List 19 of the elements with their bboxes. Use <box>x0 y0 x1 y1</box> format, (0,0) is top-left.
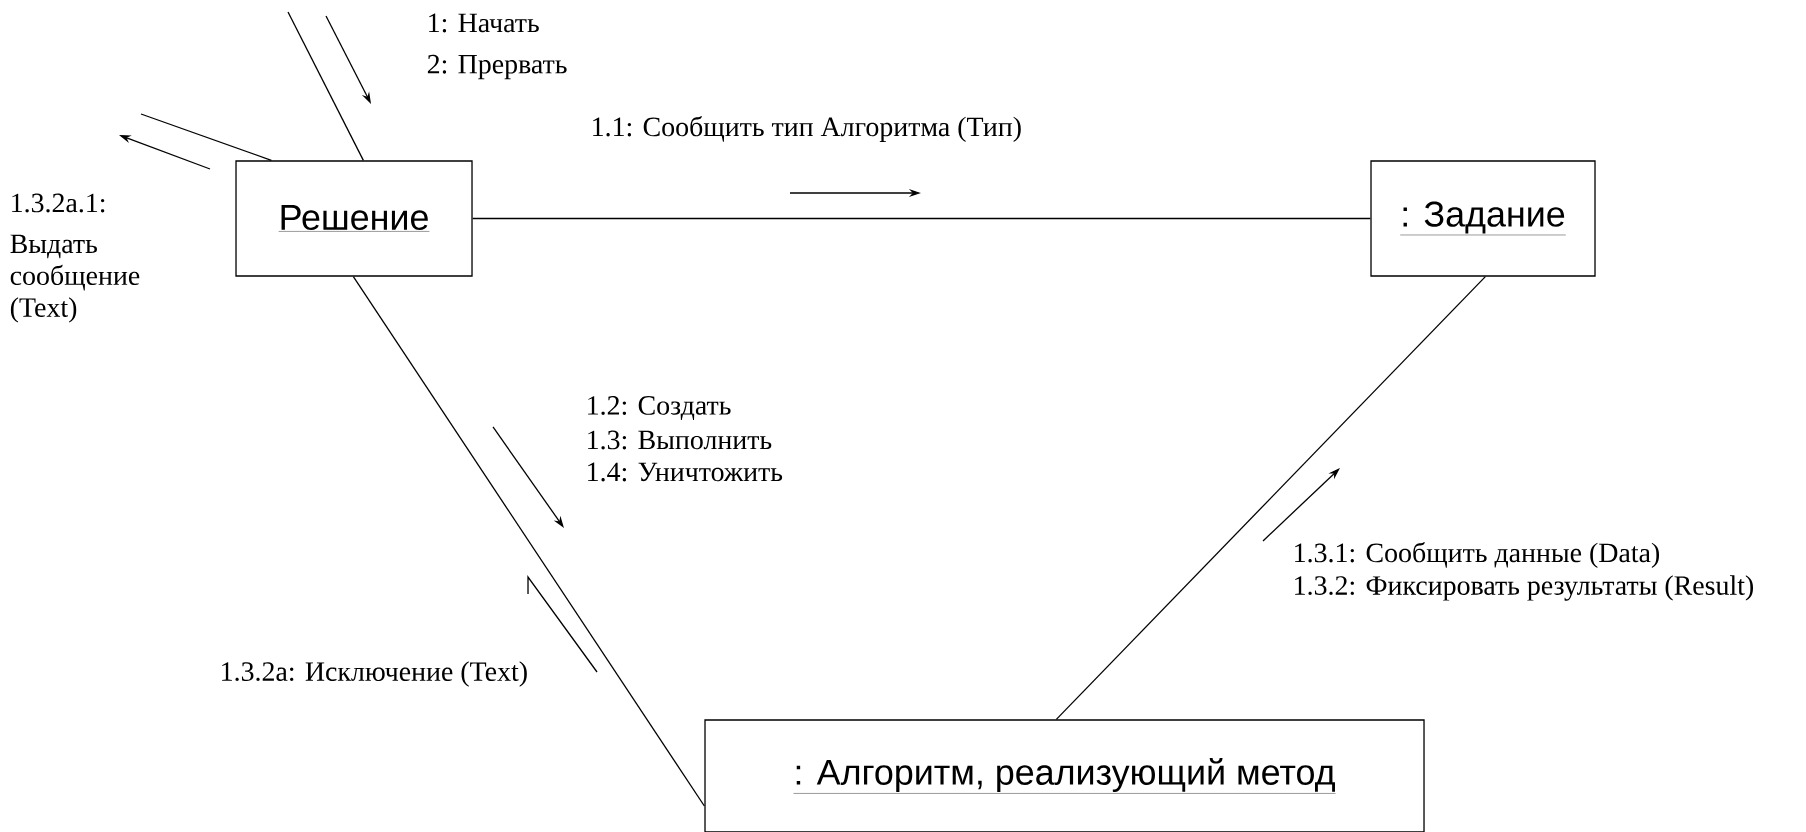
message-label: 1.2: Создать <box>588 396 731 420</box>
link-line <box>352 276 705 807</box>
object-box: Решение <box>235 160 473 277</box>
link-line <box>140 113 272 161</box>
message-label: 1.3.1: Сообщить данные (Data) <box>1295 542 1660 568</box>
link-line <box>287 11 364 161</box>
message-label: 1.4: Уничтожить <box>588 462 783 482</box>
link-line <box>1055 276 1486 720</box>
message-label: 1.3: Выполнить <box>588 430 772 450</box>
object-box: : Задание <box>1370 160 1596 277</box>
message-label: 2: Прервать <box>427 54 567 80</box>
message-label: 1.1: Сообщить тип Алгоритма (Тип) <box>593 116 1021 142</box>
message-label: 1: Начать <box>429 13 539 33</box>
message-label: 1.3.2a: Исключение (Text) <box>222 661 527 687</box>
link-line <box>472 217 1371 220</box>
message-label: 1.3.2a.1: <box>12 193 105 213</box>
message-label: Выдать сообщение (Text) <box>10 234 140 323</box>
message-label: 1.3.2: Фиксировать результаты (Result) <box>1295 575 1753 601</box>
object-box: : Алгоритм, реализующий метод <box>704 719 1425 832</box>
